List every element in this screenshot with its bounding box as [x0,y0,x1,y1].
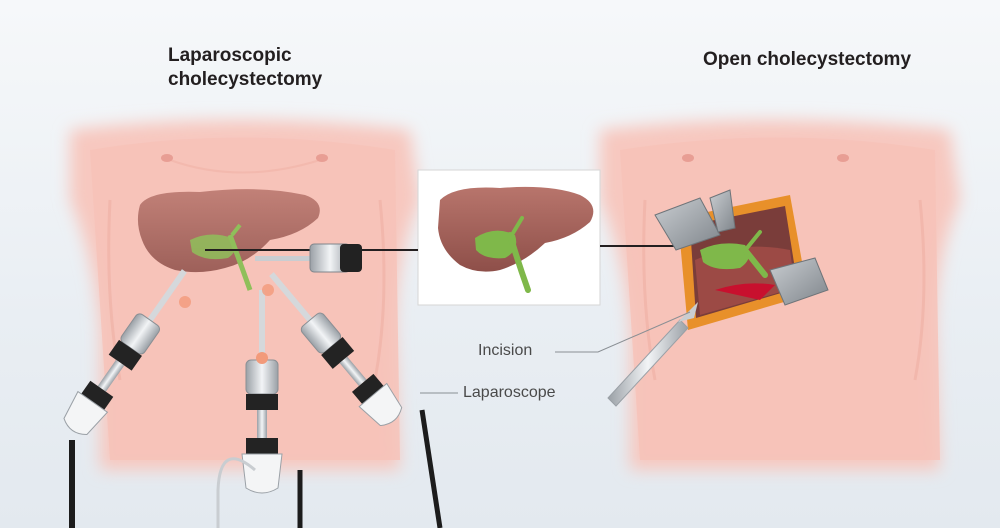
laparoscope-instruments [63,269,443,528]
laparoscopic-title: Laparoscopic cholecystectomy [168,45,323,90]
left-torso [70,120,420,470]
open-incision [654,189,829,330]
scalpel-icon [607,302,698,407]
left-nipple-icon [682,154,694,162]
left-liver-icon [137,189,320,291]
right-nipple-icon [316,154,328,162]
left-nipple-icon [161,154,173,162]
liver-inset [417,169,601,306]
open-title: Open cholecystectomy [703,49,912,70]
incision-label: Incision [478,342,533,359]
incision-leader-line [555,311,691,353]
right-nipple-icon [837,154,849,162]
laparoscope-tool-center [255,243,362,273]
laparoscope-label: Laparoscope [463,384,556,401]
